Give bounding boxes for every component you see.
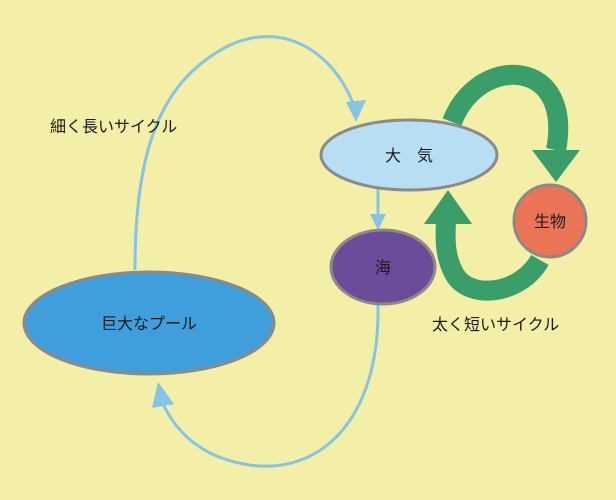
atmosphere-label: 大 気 [385,146,433,165]
ocean-node [329,228,437,306]
biosphere-node [512,183,588,259]
fast-cycle-arrowhead-upper [532,150,580,182]
fast-cycle-arc-lower [435,221,549,301]
atmosphere-to-ocean-arrowhead [370,214,386,230]
fast-cycle-arc-upper [442,64,569,152]
biosphere-label: 生物 [534,212,566,231]
reservoir-label: 巨大なプール [101,314,197,333]
reservoir-node [22,270,276,376]
fast-cycle-label: 太く短いサイクル [432,315,559,334]
slow-cycle-arc-bottom [160,304,380,468]
slow-cycle-arrowhead-bottom [152,382,174,408]
fast-cycle-arrowhead-lower [424,190,472,224]
slow-cycle-arrowhead-top [346,100,366,122]
slow-cycle-label: 細く長いサイクル [50,117,177,136]
slow-cycle-arc-top [133,35,358,271]
atmosphere-node [319,118,499,192]
ocean-label: 海 [375,258,391,277]
